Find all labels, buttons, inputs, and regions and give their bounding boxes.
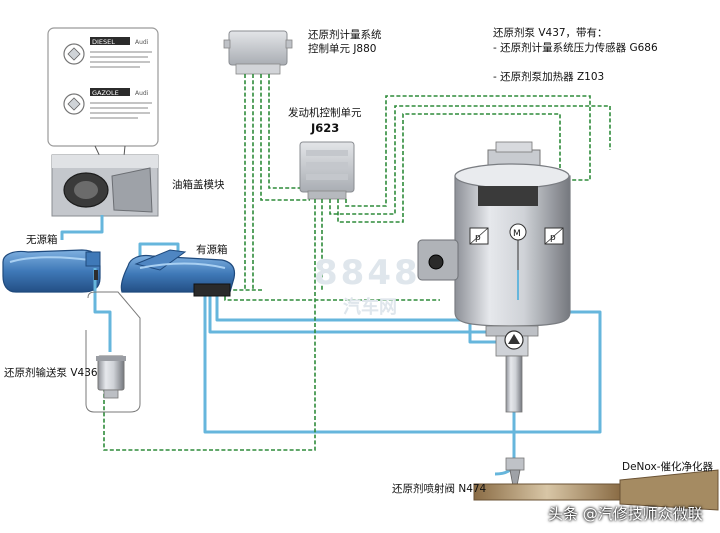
pressure-sensor-g686-symbol: p — [469, 227, 489, 245]
badge-diesel: DIESEL — [92, 38, 115, 46]
sensor-right-letter: p — [550, 233, 556, 243]
label-active-tank: 有源箱 — [196, 244, 228, 256]
label-injector: 还原剂喷射阀 N474 — [392, 483, 487, 495]
j623-engine-control-unit — [299, 141, 355, 200]
heater-z103-symbol: p — [544, 227, 564, 245]
label-j880-line2: 控制单元 J880 — [308, 43, 377, 55]
label-v437-line2: - 还原剂计量系统压力传感器 G686 — [493, 42, 658, 54]
label-v437-line3: - 还原剂泵加热器 Z103 — [493, 71, 605, 83]
credit-watermark: 头条 @汽修技师众微联 — [548, 505, 703, 523]
label-fuel-cap-module: 油箱盖模块 — [172, 179, 225, 191]
label-j623-line2: J623 — [311, 121, 340, 135]
reductant-pump-v437: p M p — [417, 141, 571, 413]
brand-top: Audi — [135, 39, 149, 46]
sensor-left-letter: p — [475, 233, 481, 243]
exhaust-pipe-denox — [473, 469, 719, 511]
valve-symbol — [504, 330, 524, 350]
gazole-label-sticker: GAZOLE Audi — [63, 88, 152, 119]
delivery-pump-v436 — [96, 355, 126, 399]
badge-gazole: GAZOLE — [92, 89, 119, 97]
label-passive-tank: 无源箱 — [26, 234, 58, 246]
label-denox: DeNox-催化净化器 — [622, 461, 714, 473]
motor-symbol: M — [509, 223, 527, 300]
hydraulic-lines — [60, 215, 602, 476]
brand-bottom: Audi — [135, 90, 149, 97]
label-j880-line1: 还原剂计量系统 — [308, 29, 382, 41]
j880-control-unit — [223, 30, 293, 75]
diesel-label-sticker: DIESEL Audi — [63, 37, 152, 68]
injector-n474 — [505, 457, 525, 487]
label-v437-line1: 还原剂泵 V437，带有： — [493, 27, 608, 39]
passive-tank — [2, 249, 101, 293]
label-delivery-pump: 还原剂输送泵 V436 — [4, 367, 98, 379]
motor-letter: M — [513, 229, 521, 239]
label-j623-line1: 发动机控制单元 — [288, 107, 362, 119]
pump-bracket-frame — [85, 291, 141, 413]
active-tank — [120, 249, 236, 297]
fuel-cap-illustration: DIESEL Audi GAZOLE Audi — [47, 27, 159, 217]
